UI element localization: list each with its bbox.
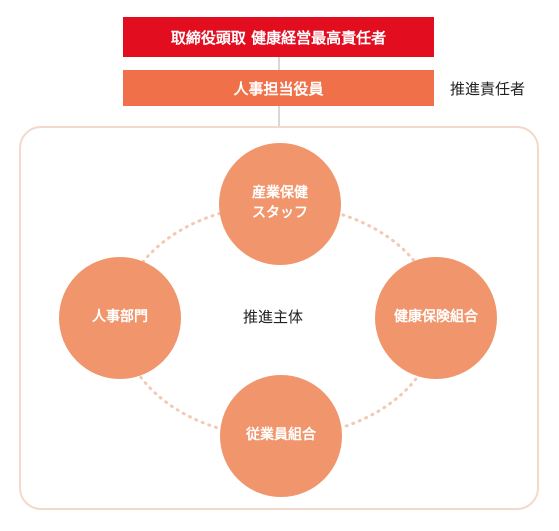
executive-label: 取締役頭取 健康経営最高責任者	[170, 28, 387, 47]
center-label: 推進主体	[243, 308, 304, 326]
officer-role-label: 推進責任者	[450, 80, 526, 98]
node-top-line2: スタッフ	[252, 205, 308, 221]
node-health-insurance-union: 健康保険組合	[375, 257, 497, 379]
node-occupational-health-staff: 産業保健 スタッフ	[219, 143, 341, 265]
node-bottom-label: 従業員組合	[246, 427, 316, 444]
connector-line-top	[278, 57, 280, 70]
node-top-line1: 産業保健	[252, 185, 308, 202]
officer-box: 人事担当役員	[123, 70, 434, 106]
connector-line-bottom	[278, 106, 280, 127]
executive-box: 取締役頭取 健康経営最高責任者	[123, 17, 434, 57]
officer-label: 人事担当役員	[233, 79, 324, 98]
node-hr-department: 人事部門	[59, 257, 181, 379]
node-left-label: 人事部門	[92, 309, 148, 326]
node-employee-union: 従業員組合	[220, 375, 342, 497]
node-right-label: 健康保険組合	[394, 309, 478, 326]
